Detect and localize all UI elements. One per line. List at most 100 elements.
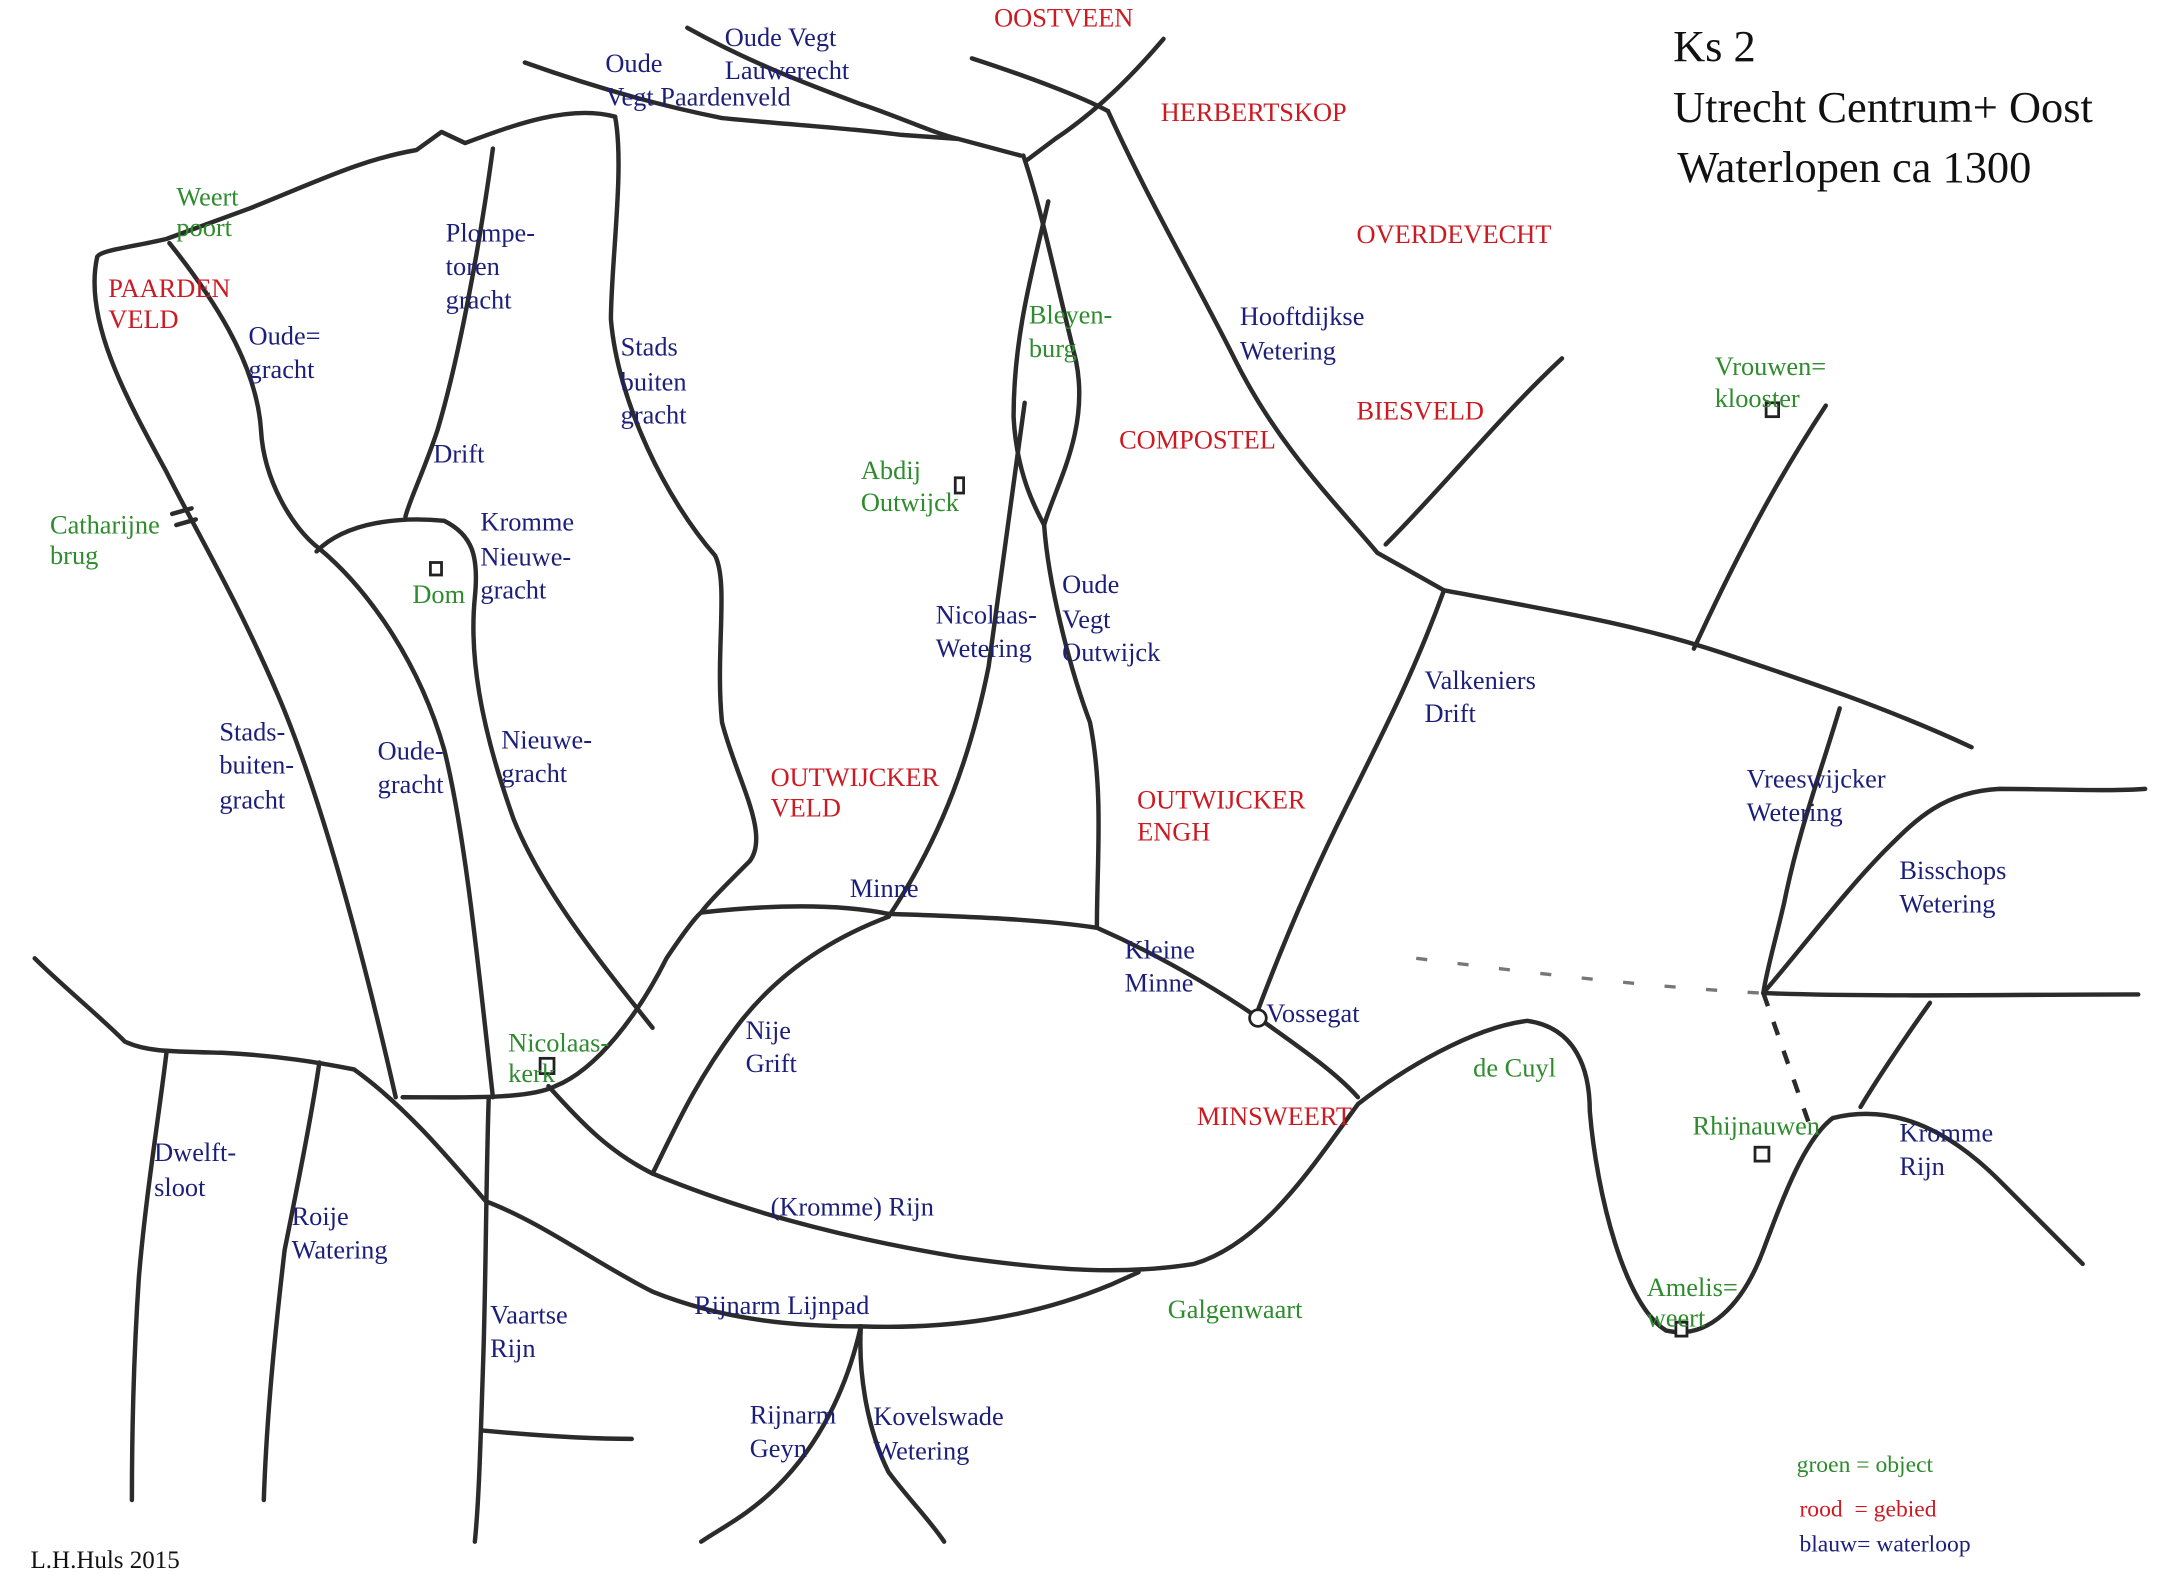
water-oude-vegt-outwijck-2: Vegt	[1062, 604, 1111, 634]
west-boundary-line	[32, 956, 489, 1204]
oostveen-line	[969, 56, 1111, 114]
water-oudegracht-n-1: Oude=	[249, 320, 321, 350]
water-rijnarm-lijnpad: Rijnarm Lijnpad	[694, 1290, 869, 1320]
water-kovelswade-2: Wetering	[873, 1436, 969, 1466]
object-labels: Weert poort Catharijne brug Dom Bleyen- …	[50, 182, 1826, 1333]
valkeniers-drift-line	[1254, 588, 1447, 1017]
water-valkeniers-1: Valkeniers	[1425, 665, 1536, 695]
water-oude-vegt-outwijck-3: Outwijck	[1062, 637, 1161, 667]
object-ameliswaart-1: Amelis=	[1647, 1272, 1738, 1302]
water-kromme-nieuwegracht-3: gracht	[480, 575, 547, 605]
water-drift: Drift	[433, 438, 485, 468]
herbertskop-line	[1025, 36, 1166, 162]
water-vossegat: Vossegat	[1266, 998, 1360, 1028]
water-kleine-minne-2: Minne	[1125, 968, 1194, 998]
hooftdijkse-wetering-line	[1105, 108, 1447, 593]
water-stadsbuitengracht-n-2: buiten	[621, 366, 687, 396]
area-paardenveld-1: PAARDEN	[108, 273, 230, 303]
ameliswaart-icon	[1674, 1320, 1689, 1338]
water-nije-grift-1: Nije	[746, 1015, 791, 1045]
bleyenburg-west-line	[1021, 153, 1082, 528]
author-credit: L.H.Huls 2015	[31, 1547, 180, 1574]
water-lines	[32, 25, 2148, 1544]
water-vreeswijcker-1: Vreeswijcker	[1747, 763, 1886, 793]
object-de-cuyl: de Cuyl	[1473, 1052, 1556, 1082]
area-outwijcker-veld-1: OUTWIJCKER	[771, 762, 940, 792]
object-vrouwenklooster-1: Vrouwen=	[1715, 351, 1826, 381]
north-wall-line	[94, 110, 618, 260]
dashed-line-rhijnauwen	[1761, 992, 1815, 1133]
water-oude-vegt-paardenveld-2: Vegt Paardenveld	[605, 82, 790, 112]
water-roije-2: Watering	[292, 1234, 388, 1264]
dom-icon	[429, 561, 443, 577]
area-biesveld: BIESVELD	[1357, 395, 1484, 425]
area-herbertskop: HERBERTSKOP	[1161, 97, 1347, 127]
bleyenburg-east-line	[1011, 199, 1051, 528]
biesveld-line	[1383, 356, 1565, 547]
kromme-rijn-line	[546, 1018, 2085, 1335]
water-dwelftsloot-1: Dwelft-	[154, 1137, 236, 1167]
water-hooftdijkse-2: Wetering	[1240, 336, 1336, 366]
oude-vegt-outwijck-line	[1041, 522, 1101, 930]
east-main-line	[1441, 588, 1974, 750]
rhijnauwen-icon	[1753, 1145, 1771, 1163]
water-kleine-minne-1: Kleine	[1125, 934, 1195, 964]
water-oudegracht-n-2: gracht	[249, 354, 316, 384]
oude-vegt-paardenveld-line	[522, 60, 961, 142]
map-title: Ks 2 Utrecht Centrum+ Oost Waterlopen ca…	[1673, 21, 2093, 192]
water-vaartse-rijn-2: Rijn	[490, 1333, 535, 1363]
abdij-outwijck-icon	[953, 476, 965, 495]
object-weertpoort-2: poort	[176, 212, 232, 242]
water-plompetoren-1: Plompe-	[446, 218, 535, 248]
object-ameliswaart-2: weert	[1647, 1302, 1706, 1332]
dwelftsloot-line	[129, 1049, 169, 1503]
water-nieuwegracht-2: gracht	[501, 758, 568, 788]
object-vrouwenklooster-2: klooster	[1715, 383, 1800, 413]
water-kromme-rijn-east-2: Rijn	[1899, 1151, 1944, 1181]
kromme-nieuwegracht-line	[314, 517, 655, 1030]
water-kovelswade-1: Kovelswade	[873, 1401, 1003, 1431]
oudegracht-line	[167, 240, 496, 1100]
object-bleyenburg-1: Bleyen-	[1029, 300, 1112, 330]
water-stadsbuitengracht-s-3: gracht	[219, 784, 286, 814]
vrouwenklooster-icon	[1764, 401, 1781, 419]
vaartse-rijn-line	[472, 1095, 491, 1544]
water-dwelftsloot-2: sloot	[154, 1172, 206, 1202]
water-bisschops-1: Bisschops	[1899, 855, 2006, 885]
object-bleyenburg-2: burg	[1029, 333, 1077, 363]
water-kromme-rijn-east-1: Kromme	[1899, 1118, 1993, 1148]
water-kromme-nieuwegracht-1: Kromme	[480, 507, 574, 537]
roije-watering-line	[261, 1060, 322, 1503]
legend-object: groen = object	[1797, 1452, 1934, 1478]
water-nije-grift-2: Grift	[746, 1048, 798, 1078]
object-markers	[429, 401, 1781, 1338]
area-minsweert: MINSWEERT	[1197, 1101, 1352, 1131]
water-stadsbuitengracht-s-2: buiten-	[219, 750, 294, 780]
vrouwenklooster-line	[1691, 403, 1829, 651]
stadsbuitengracht-east-line	[608, 114, 759, 915]
object-abdij-2: Outwijck	[861, 487, 960, 517]
water-hooftdijkse-1: Hooftdijkse	[1240, 301, 1365, 331]
water-nicolaas-wetering-2: Wetering	[936, 633, 1032, 663]
water-kromme-rijn: (Kromme) Rijn	[771, 1191, 934, 1221]
object-galgenwaart: Galgenwaart	[1168, 1294, 1303, 1324]
water-oude-vegt-lauwerecht-1: Oude Vegt	[725, 22, 837, 52]
area-compostel: COMPOSTEL	[1119, 425, 1276, 455]
rijnarm-geyn-line	[698, 1324, 864, 1544]
nicolaaskerk-curve-line	[400, 910, 704, 1100]
minne-line	[698, 904, 1100, 930]
kromme-rijn-east-link-line	[1858, 1000, 1933, 1110]
water-bisschops-2: Wetering	[1899, 888, 1995, 918]
area-overdevecht: OVERDEVECHT	[1357, 219, 1552, 249]
title-line3: Waterlopen ca 1300	[1677, 142, 2031, 192]
object-dom: Dom	[412, 579, 465, 609]
water-nieuwegracht-1: Nieuwe-	[501, 725, 592, 755]
oude-vegt-lauwerecht-line	[685, 25, 1023, 158]
title-line2: Utrecht Centrum+ Oost	[1673, 82, 2093, 132]
waterway-labels: Oude Vegt Paardenveld Oude Vegt Lauwerec…	[154, 22, 2006, 1466]
object-abdij-1: Abdij	[861, 455, 921, 485]
water-nicolaas-wetering-1: Nicolaas-	[936, 600, 1037, 630]
nicolaaskerk-icon	[538, 1056, 556, 1075]
water-minne: Minne	[850, 873, 919, 903]
